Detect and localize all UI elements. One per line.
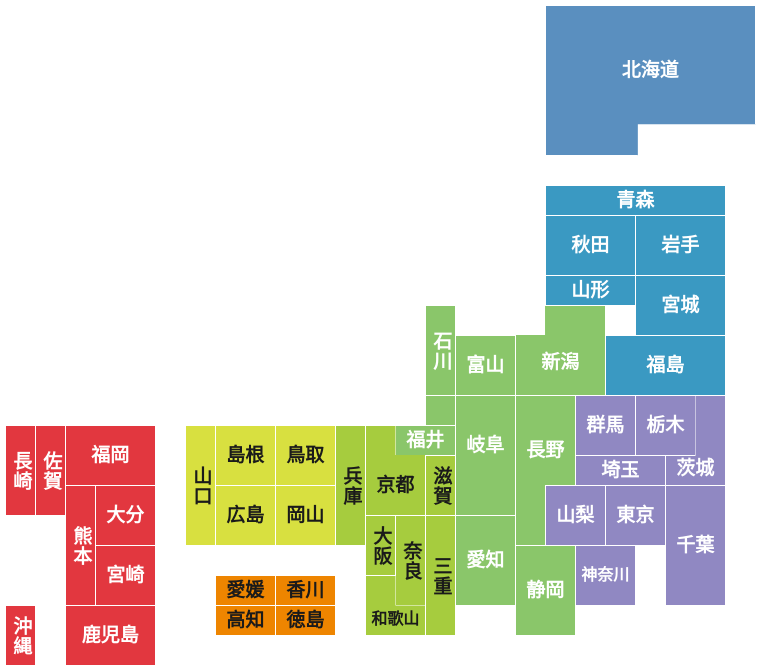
pref-gunma[interactable]: 群馬 bbox=[575, 395, 636, 456]
pref-fukui-strip[interactable] bbox=[425, 395, 456, 426]
pref-nara[interactable]: 奈良 bbox=[395, 515, 426, 606]
pref-oita[interactable]: 大分 bbox=[95, 485, 156, 546]
pref-kochi[interactable]: 高知 bbox=[215, 605, 276, 636]
pref-hokkaido[interactable]: 北海道 bbox=[545, 5, 756, 156]
pref-saitama[interactable]: 埼玉 bbox=[575, 455, 666, 486]
pref-yamanashi[interactable]: 山梨 bbox=[545, 485, 606, 546]
pref-fukushima[interactable]: 福島 bbox=[605, 335, 726, 396]
pref-tokushima[interactable]: 徳島 bbox=[275, 605, 336, 636]
pref-chiba[interactable]: 千葉 bbox=[665, 485, 726, 606]
pref-kagoshima[interactable]: 鹿児島 bbox=[65, 605, 156, 666]
pref-ishikawa[interactable]: 石川 bbox=[425, 305, 456, 396]
pref-fukui[interactable]: 福井 bbox=[395, 425, 456, 456]
pref-osaka[interactable]: 大阪 bbox=[365, 515, 396, 576]
pref-hyogo[interactable]: 兵庫 bbox=[335, 425, 366, 546]
pref-mie[interactable]: 三重 bbox=[425, 515, 456, 636]
pref-kagawa[interactable]: 香川 bbox=[275, 575, 336, 606]
pref-tochigi[interactable]: 栃木 bbox=[635, 395, 696, 456]
pref-miyazaki[interactable]: 宮崎 bbox=[95, 545, 156, 606]
pref-akita[interactable]: 秋田 bbox=[545, 215, 636, 276]
pref-miyagi[interactable]: 宮城 bbox=[635, 275, 726, 336]
pref-saga[interactable]: 佐賀 bbox=[35, 425, 66, 516]
pref-hiroshima[interactable]: 広島 bbox=[215, 485, 276, 546]
pref-tokyo[interactable]: 東京 bbox=[605, 485, 666, 546]
pref-shiga[interactable]: 滋賀 bbox=[425, 455, 456, 516]
pref-ehime[interactable]: 愛媛 bbox=[215, 575, 276, 606]
pref-niigata[interactable]: 新潟 bbox=[515, 305, 606, 396]
pref-shizuoka[interactable]: 静岡 bbox=[515, 545, 576, 636]
pref-kanagawa[interactable]: 神奈川 bbox=[575, 545, 636, 606]
pref-shimane[interactable]: 島根 bbox=[215, 425, 276, 486]
pref-yamagata[interactable]: 山形 bbox=[545, 275, 636, 306]
pref-aomori[interactable]: 青森 bbox=[545, 185, 726, 216]
pref-okayama[interactable]: 岡山 bbox=[275, 485, 336, 546]
pref-yamaguchi[interactable]: 山口 bbox=[185, 425, 216, 546]
pref-okinawa[interactable]: 沖縄 bbox=[5, 605, 36, 666]
pref-aichi[interactable]: 愛知 bbox=[455, 515, 516, 606]
pref-nagasaki[interactable]: 長崎 bbox=[5, 425, 36, 516]
pref-gifu[interactable]: 岐阜 bbox=[455, 395, 516, 516]
pref-kumamoto[interactable]: 熊本 bbox=[65, 485, 96, 606]
pref-tottori[interactable]: 鳥取 bbox=[275, 425, 336, 486]
pref-fukuoka[interactable]: 福岡 bbox=[65, 425, 156, 486]
pref-toyama[interactable]: 富山 bbox=[455, 335, 516, 396]
pref-iwate[interactable]: 岩手 bbox=[635, 215, 726, 276]
